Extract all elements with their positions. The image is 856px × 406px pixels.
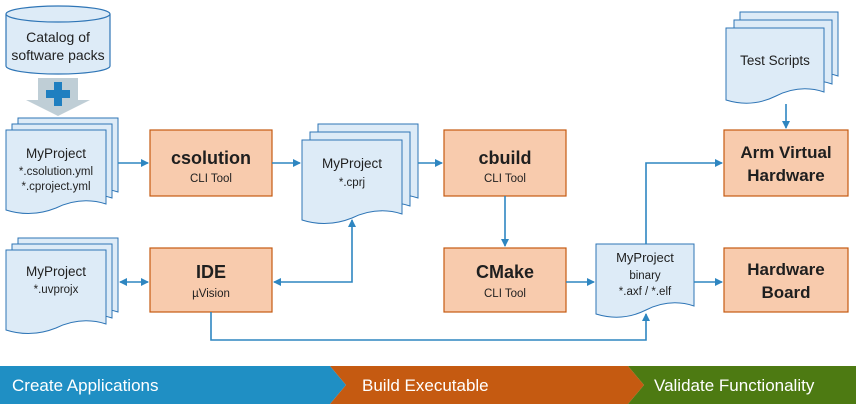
csolution-files-doc: MyProject *.csolution.yml *.cproject.yml [5, 117, 119, 214]
board-title-line2: Board [761, 283, 810, 302]
connectors [118, 104, 790, 341]
cmake-title: CMake [476, 262, 534, 282]
binary-doc-line1: binary [629, 270, 661, 282]
board-title-line1: Hardware [747, 260, 824, 279]
band-create-label: Create Applications [12, 376, 158, 395]
add-packs-arrow-icon [26, 78, 90, 116]
cbuild-subtitle: CLI Tool [484, 173, 526, 185]
csolution-title: csolution [171, 148, 251, 168]
catalog-line1: Catalog of [26, 29, 90, 45]
test-scripts-title: Test Scripts [740, 53, 810, 68]
cmake-tool-box: CMake CLI Tool [443, 247, 567, 313]
arrow-binary-to-avh [645, 159, 723, 244]
cmake-subtitle: CLI Tool [484, 288, 526, 300]
cprj-doc-title: MyProject [322, 156, 382, 171]
catalog-cylinder: Catalog of software packs [5, 5, 111, 75]
csolution-doc-title: MyProject [26, 146, 86, 161]
cbuild-title: cbuild [479, 148, 532, 168]
avh-title-line2: Hardware [747, 166, 824, 185]
arm-virtual-hardware-box: Arm Virtual Hardware [723, 129, 849, 197]
band-create [0, 366, 346, 404]
uvprojx-doc: MyProject *.uvprojx [5, 237, 119, 334]
workflow-banner: Create Applications Build Executable Val… [0, 366, 856, 404]
catalog-line2: software packs [11, 47, 104, 63]
avh-title-line1: Arm Virtual [740, 143, 831, 162]
uvprojx-doc-title: MyProject [26, 264, 86, 279]
test-scripts-doc: Test Scripts [725, 11, 839, 104]
cbuild-tool-box: cbuild CLI Tool [443, 129, 567, 197]
band-validate [628, 366, 856, 404]
csolution-tool-box: csolution CLI Tool [149, 129, 273, 197]
binary-doc: MyProject binary *.axf / *.elf [595, 243, 695, 318]
csolution-doc-line1: *.csolution.yml [19, 166, 93, 178]
csolution-doc-line2: *.cproject.yml [21, 181, 90, 193]
band-build [330, 366, 644, 404]
arrow-ide-to-binary [210, 312, 650, 341]
hardware-board-box: Hardware Board [723, 247, 849, 313]
ide-title: IDE [196, 262, 226, 282]
ide-tool-box: IDE µVision [149, 247, 273, 313]
arrow-ide-cprj [273, 219, 356, 286]
binary-doc-line2: *.axf / *.elf [619, 286, 672, 298]
uvprojx-doc-line1: *.uvprojx [34, 284, 79, 296]
ide-subtitle: µVision [192, 288, 230, 300]
band-build-label: Build Executable [362, 376, 489, 395]
cprj-doc-line1: *.cprj [339, 177, 365, 189]
csolution-subtitle: CLI Tool [190, 173, 232, 185]
band-validate-label: Validate Functionality [654, 376, 815, 395]
binary-doc-title: MyProject [616, 250, 674, 265]
cprj-doc: MyProject *.cprj [301, 123, 419, 224]
